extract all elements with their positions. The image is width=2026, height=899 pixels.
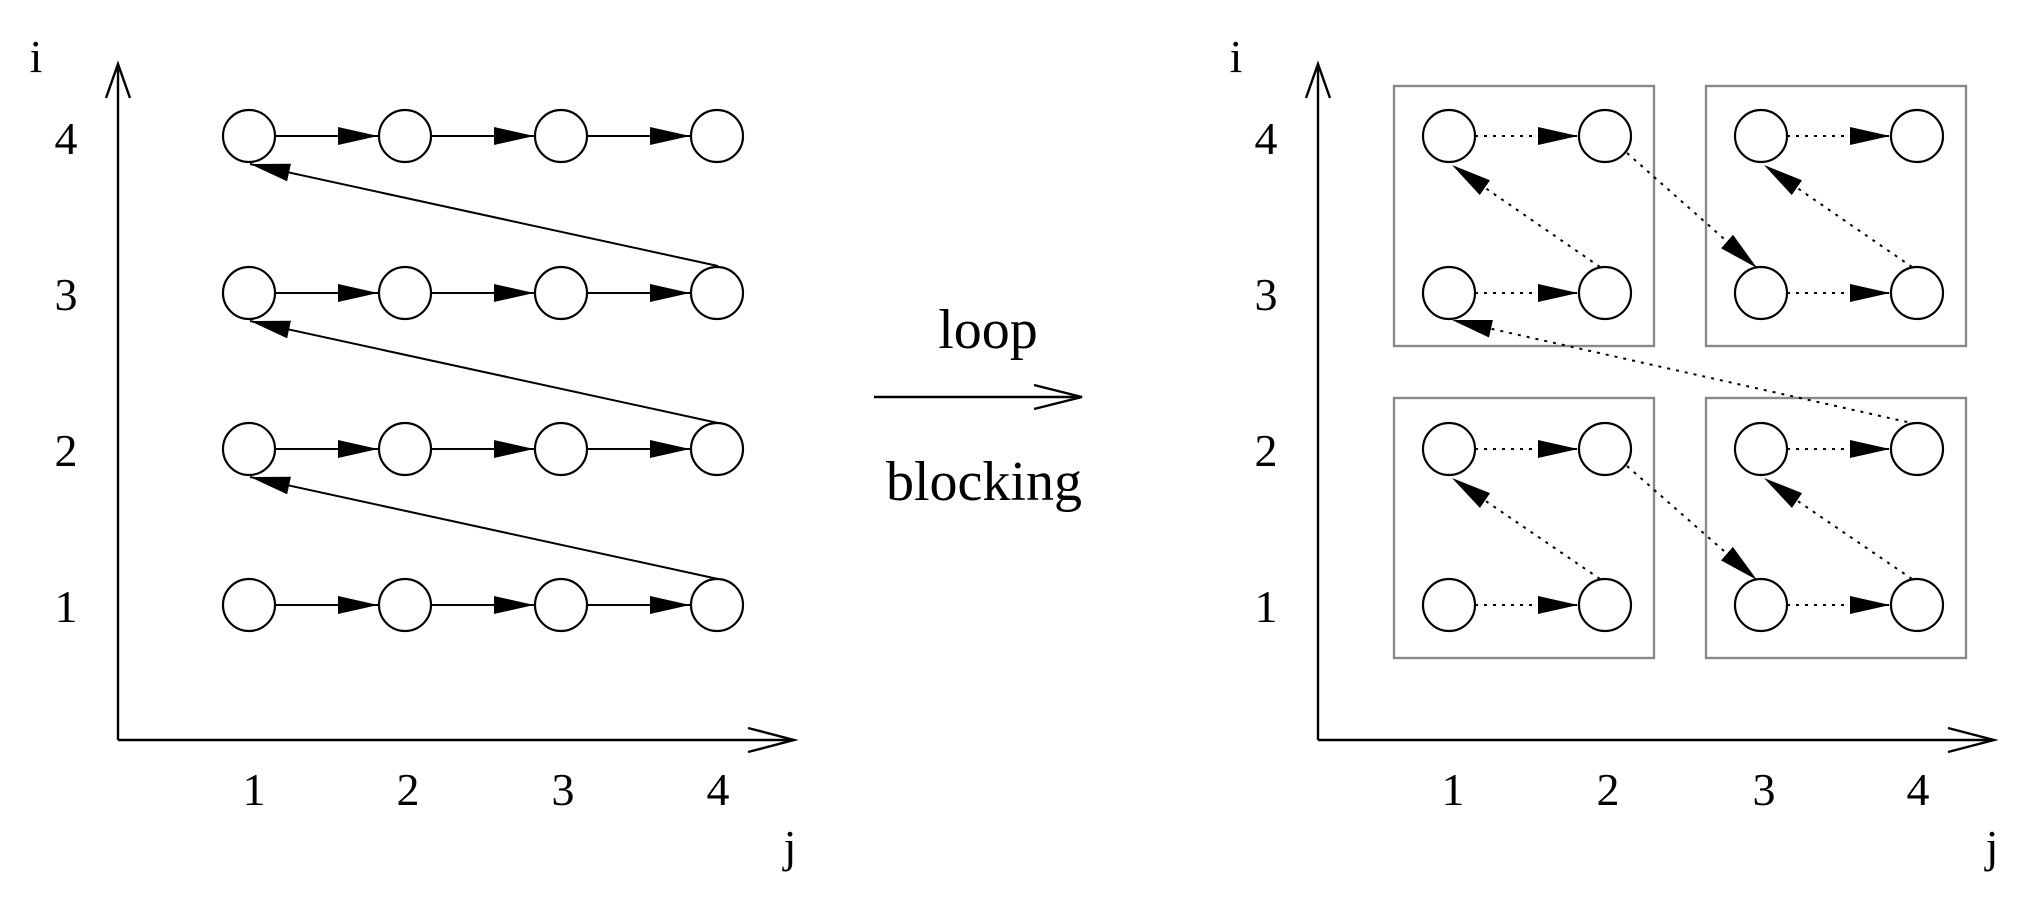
right-dotted-edges bbox=[1451, 127, 1917, 614]
right-y-tick-4: 4 bbox=[1255, 113, 1278, 164]
edge-return-i2-i3 bbox=[249, 320, 719, 424]
right-x-axis-label: j bbox=[1984, 821, 1999, 872]
node-b-i3-j4 bbox=[1889, 265, 1945, 321]
left-panel: i j 1 2 3 4 1 2 3 4 bbox=[30, 31, 799, 872]
right-y-tick-1: 1 bbox=[1255, 581, 1278, 632]
node-i4-j3 bbox=[533, 108, 589, 164]
node-i2-j3 bbox=[533, 421, 589, 477]
right-x-tick-4: 4 bbox=[1907, 764, 1930, 815]
left-y-axis-label: i bbox=[30, 31, 43, 82]
right-y-tick-3: 3 bbox=[1255, 269, 1278, 320]
transformation-label-bottom: blocking bbox=[886, 451, 1082, 513]
right-x-tick-1: 1 bbox=[1442, 764, 1465, 815]
node-b-i1-j1 bbox=[1421, 577, 1477, 633]
left-nodes bbox=[221, 108, 745, 633]
right-nodes bbox=[1421, 108, 1945, 633]
left-y-tick-2: 2 bbox=[55, 425, 78, 476]
left-x-axis-arrowhead bbox=[747, 726, 799, 754]
node-i3-j1 bbox=[221, 265, 277, 321]
left-y-axis-arrowhead bbox=[104, 60, 132, 99]
block-bottom-left bbox=[1392, 396, 1656, 660]
left-y-tick-3: 3 bbox=[55, 269, 78, 320]
left-x-tick-3: 3 bbox=[552, 764, 575, 815]
node-b-i2-j2 bbox=[1577, 421, 1633, 477]
node-b-i4-j3 bbox=[1733, 108, 1789, 164]
node-b-i2-j4 bbox=[1889, 421, 1945, 477]
transformation-label-top: loop bbox=[938, 299, 1038, 361]
node-b-i2-j3 bbox=[1733, 421, 1789, 477]
left-y-tick-4: 4 bbox=[55, 113, 78, 164]
node-i1-j2 bbox=[377, 577, 433, 633]
node-b-i1-j3 bbox=[1733, 577, 1789, 633]
node-b-i4-j4 bbox=[1889, 108, 1945, 164]
left-x-tick-4: 4 bbox=[707, 764, 730, 815]
right-x-axis-arrowhead bbox=[1947, 726, 1999, 754]
edge-b-cross-block-upper bbox=[1626, 152, 1758, 269]
left-x-axis-label: j bbox=[782, 821, 797, 872]
node-b-i1-j4 bbox=[1889, 577, 1945, 633]
node-i2-j4 bbox=[689, 421, 745, 477]
right-y-axis-arrowhead bbox=[1304, 60, 1332, 99]
block-top-right bbox=[1704, 84, 1968, 348]
node-b-i4-j1 bbox=[1421, 108, 1477, 164]
node-b-i3-j1 bbox=[1421, 265, 1477, 321]
node-b-i2-j1 bbox=[1421, 421, 1477, 477]
right-x-tick-3: 3 bbox=[1753, 764, 1776, 815]
edge-b-return-i1-i2-right bbox=[1763, 477, 1913, 580]
node-i3-j4 bbox=[689, 265, 745, 321]
transformation: loop blocking bbox=[874, 299, 1083, 513]
left-return-edges bbox=[249, 163, 719, 580]
edge-b-return-i3-i4-left bbox=[1451, 164, 1601, 268]
right-x-tick-2: 2 bbox=[1597, 764, 1620, 815]
transformation-arrowhead bbox=[1033, 383, 1083, 411]
right-y-axis-label: i bbox=[1230, 31, 1243, 82]
node-i4-j4 bbox=[689, 108, 745, 164]
node-b-i1-j2 bbox=[1577, 577, 1633, 633]
node-b-i4-j2 bbox=[1577, 108, 1633, 164]
edge-b-cross-block-lower bbox=[1626, 465, 1758, 581]
left-x-tick-1: 1 bbox=[243, 764, 266, 815]
node-i2-j2 bbox=[377, 421, 433, 477]
edge-b-return-blockrow bbox=[1451, 319, 1917, 425]
blocks bbox=[1392, 84, 1968, 660]
right-y-tick-2: 2 bbox=[1255, 425, 1278, 476]
node-b-i3-j2 bbox=[1577, 265, 1633, 321]
node-i4-j1 bbox=[221, 108, 277, 164]
left-row-edges bbox=[275, 127, 690, 614]
left-y-tick-1: 1 bbox=[55, 581, 78, 632]
node-b-i3-j3 bbox=[1733, 265, 1789, 321]
node-i1-j4 bbox=[689, 577, 745, 633]
edge-b-return-i3-i4-right bbox=[1763, 164, 1913, 268]
block-bottom-right bbox=[1704, 396, 1968, 660]
node-i4-j2 bbox=[377, 108, 433, 164]
edge-return-i1-i2 bbox=[249, 476, 719, 580]
left-x-tick-2: 2 bbox=[397, 764, 420, 815]
right-panel: i j 1 2 3 4 1 2 3 4 bbox=[1230, 31, 1999, 872]
node-i2-j1 bbox=[221, 421, 277, 477]
block-top-left bbox=[1392, 84, 1656, 348]
edge-return-i3-i4 bbox=[249, 163, 719, 267]
edge-b-return-i1-i2-left bbox=[1451, 477, 1601, 580]
node-i3-j2 bbox=[377, 265, 433, 321]
node-i1-j3 bbox=[533, 577, 589, 633]
node-i3-j3 bbox=[533, 265, 589, 321]
node-i1-j1 bbox=[221, 577, 277, 633]
